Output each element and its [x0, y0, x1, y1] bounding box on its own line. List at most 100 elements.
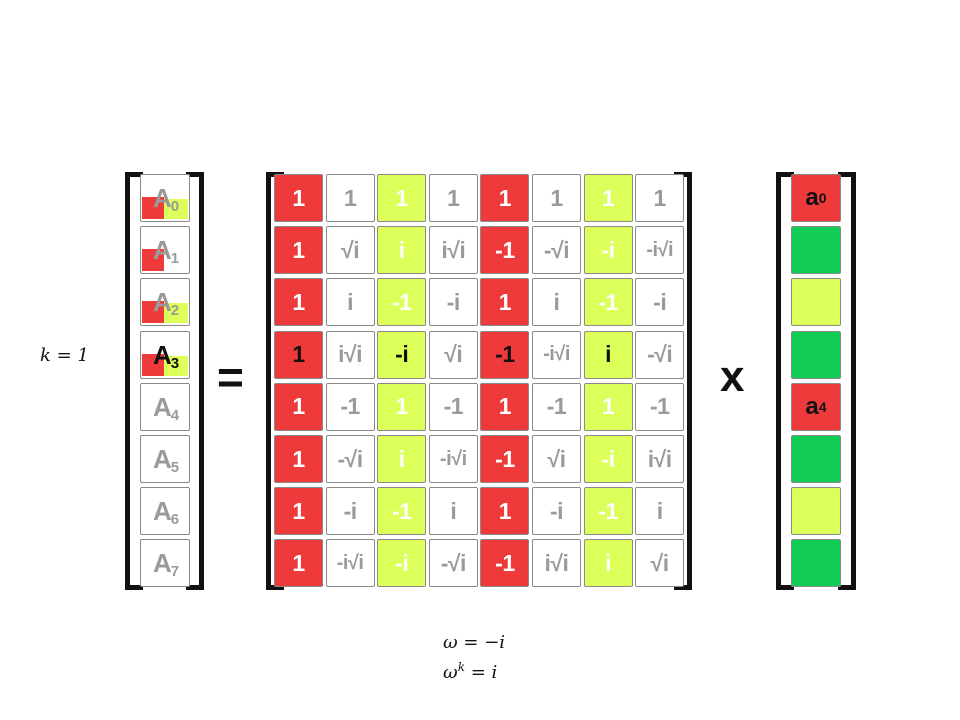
omega-k-equation: ωk = i: [443, 660, 497, 683]
matrix-cell: 1: [635, 174, 685, 222]
matrix-cell: -1: [377, 487, 427, 536]
matrix-cell: -1: [480, 226, 530, 275]
matrix-cell: 1: [480, 382, 530, 431]
matrix-cell: -1: [377, 278, 427, 327]
red-marker: [142, 353, 164, 376]
red-marker: [142, 301, 164, 324]
matrix-cell: -1: [325, 382, 375, 431]
input-vector-left-bracket: [776, 172, 794, 590]
matrix-cell: -i: [635, 278, 685, 327]
matrix-cell: 1: [274, 278, 323, 327]
input-vector-cell: [791, 487, 841, 536]
matrix-cell: -√i: [428, 539, 478, 588]
omega-k-exponent: k: [457, 660, 465, 674]
matrix-cell: 1: [325, 174, 375, 222]
output-vector-label: A0: [153, 183, 179, 215]
input-vector-cell: [791, 226, 841, 275]
matrix-cell: 1: [583, 174, 633, 222]
matrix-cell: -i√i: [635, 226, 685, 275]
matrix-cell: i: [325, 278, 375, 327]
red-marker: [142, 197, 164, 219]
matrix-cell: -i: [428, 278, 478, 327]
matrix-cell: i√i: [532, 539, 581, 588]
matrix-cell: -1: [480, 435, 530, 483]
matrix-cell: 1: [274, 435, 323, 483]
matrix-cell: -i: [377, 330, 427, 379]
matrix-cell: -i: [583, 435, 633, 483]
matrix-cell: i: [583, 330, 633, 379]
output-vector-cell: A4: [140, 382, 190, 431]
matrix-cell: -1: [480, 539, 530, 588]
output-vector-cell: A1: [140, 226, 190, 275]
matrix-cell: √i: [428, 330, 478, 379]
matrix-cell: i: [635, 487, 685, 536]
matrix-cell: -i√i: [532, 330, 581, 379]
yellow-marker: [162, 355, 188, 376]
matrix-cell: √i: [325, 226, 375, 275]
matrix-cell: -i√i: [325, 539, 375, 588]
matrix-cell: i√i: [325, 330, 375, 379]
matrix-cell: -√i: [635, 330, 685, 379]
matrix-cell: 1: [480, 278, 530, 327]
matrix-cell: -i: [377, 539, 427, 588]
output-vector-label: A5: [153, 444, 179, 476]
matrix-cell: -1: [480, 330, 530, 379]
output-vector-cell: A5: [140, 435, 190, 483]
matrix-cell: 1: [274, 382, 323, 431]
input-vector-cell: [791, 435, 841, 483]
matrix-cell: i: [583, 539, 633, 588]
matrix-cell: 1: [274, 487, 323, 536]
output-vector-label: A3: [153, 339, 179, 372]
matrix-cell: 1: [274, 330, 323, 379]
output-vector-left-bracket: [125, 172, 143, 590]
yellow-marker: [162, 303, 188, 324]
matrix-cell: √i: [635, 539, 685, 588]
matrix-cell: -1: [428, 382, 478, 431]
matrix-cell: i: [377, 435, 427, 483]
matrix-cell: i√i: [635, 435, 685, 483]
output-vector-label: A1: [153, 235, 179, 268]
output-vector-label: A7: [153, 548, 179, 581]
input-vector-cell: [791, 330, 841, 379]
input-vector-right-bracket: [838, 172, 856, 590]
matrix-cell: i: [377, 226, 427, 275]
output-vector-label: A2: [153, 287, 179, 320]
yellow-marker: [162, 199, 188, 219]
matrix-cell: -i: [532, 487, 581, 536]
matrix-cell: i√i: [428, 226, 478, 275]
matrix-cell: i: [532, 278, 581, 327]
matrix-cell: 1: [274, 174, 323, 222]
equals-sign: =: [217, 351, 244, 403]
red-marker: [142, 249, 164, 272]
matrix-cell: 1: [480, 487, 530, 536]
matrix-cell: -i: [325, 487, 375, 536]
matrix-cell: -1: [583, 487, 633, 536]
omega-k-base: ω: [443, 662, 458, 683]
input-vector-cell: [791, 278, 841, 327]
output-vector-cell: A2: [140, 278, 190, 327]
output-vector-label: A4: [153, 391, 179, 424]
matrix-cell: √i: [532, 435, 581, 483]
matrix-cell: -i: [583, 226, 633, 275]
matrix-cell: -1: [532, 382, 581, 431]
matrix-cell: i: [428, 487, 478, 536]
input-vector-cell: [791, 539, 841, 588]
matrix-cell: -1: [635, 382, 685, 431]
matrix-cell: 1: [377, 382, 427, 431]
output-vector-cell: A7: [140, 539, 190, 588]
multiply-sign: x: [720, 352, 745, 401]
matrix-cell: 1: [480, 174, 530, 222]
matrix-cell: 1: [583, 382, 633, 431]
omega-equation: ω = −i: [443, 632, 506, 653]
matrix-cell: -√i: [325, 435, 375, 483]
matrix-cell: 1: [274, 539, 323, 588]
output-vector-label: A6: [153, 496, 179, 529]
matrix-cell: 1: [274, 226, 323, 275]
output-vector-cell: A0: [140, 174, 190, 222]
matrix-cell: -i√i: [428, 435, 478, 483]
output-vector-cell: A3: [140, 330, 190, 379]
k-label: k = 1: [40, 345, 89, 366]
matrix-cell: 1: [377, 174, 427, 222]
